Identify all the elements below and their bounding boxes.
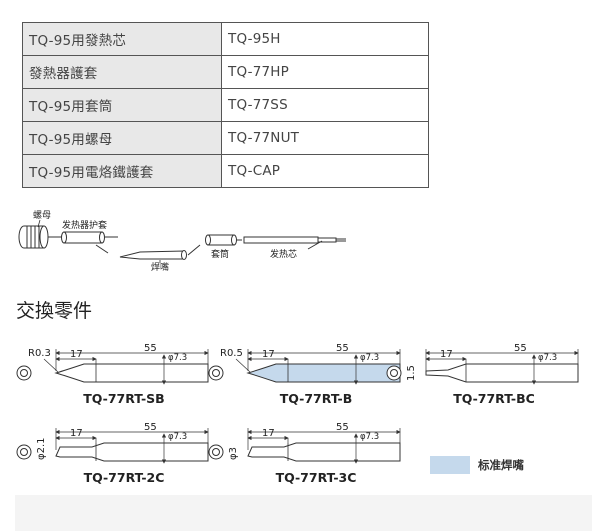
tip-tq-77rt-bc: 55 17 φ7.3 1.5TQ-77RT-BC	[386, 343, 579, 406]
tip-body	[425, 363, 579, 383]
legend: 标准焊嘴	[430, 456, 524, 474]
standard-tip-swatch	[430, 456, 470, 474]
tip-tq-77rt-sb: 55 17 φ7.3 R0.3TQ-77RT-SB	[16, 343, 209, 406]
radius-leader	[43, 358, 59, 373]
tip-body	[55, 442, 209, 462]
dim-label-a: 17	[262, 349, 275, 360]
heater-core-label: 发热芯	[270, 248, 297, 260]
tip-end-view-inner	[212, 448, 220, 456]
dim-label-b: 55	[514, 343, 527, 354]
part-name-cell: TQ-95用螺母	[22, 121, 222, 155]
sleeve-drawing	[205, 234, 242, 246]
dim-label-a: 17	[70, 349, 83, 360]
tip-model-label: TQ-77RT-2C	[84, 470, 165, 485]
dim-label-a: 17	[70, 428, 83, 439]
part-name-cell: TQ-95用電烙鐵護套	[22, 154, 222, 188]
assembly-diagram: 螺母 发热器护套 焊嘴 套筒 发热芯	[18, 210, 346, 273]
dim-label-diameter: φ7.3	[538, 353, 557, 363]
part-code-cell: TQ-77NUT	[221, 121, 429, 155]
part-code-cell: TQ-77SS	[221, 88, 429, 122]
heater-cover-drawing	[61, 231, 118, 254]
dim-label-side: φ3	[228, 447, 239, 460]
dim-label-a: 17	[262, 428, 275, 439]
tip-body	[247, 442, 401, 462]
part-code-cell: TQ-77HP	[221, 55, 429, 89]
part-name-cell: 發熱器護套	[22, 55, 222, 89]
dim-label-b: 55	[144, 343, 157, 354]
tip-tq-77rt-2c: 55 17 φ7.3 φ2.1TQ-77RT-2C	[16, 422, 209, 485]
tips-diagram: 55 17 φ7.3 R0.3TQ-77RT-SB 55 17 φ7.3 R0.5TQ-77R…	[16, 343, 579, 485]
tip-end-view-inner	[20, 448, 28, 456]
part-code-cell: TQ-95H	[221, 22, 429, 56]
dim-label-diameter: φ7.3	[360, 353, 379, 363]
radius-leader	[235, 358, 251, 373]
tip-end-view-inner	[390, 369, 398, 377]
tip-model-label: TQ-77RT-BC	[453, 391, 535, 406]
tip-end-view-inner	[20, 369, 28, 377]
heater-cover-label: 发热器护套	[62, 219, 107, 231]
dim-label-diameter: φ7.3	[168, 432, 187, 442]
dim-label-a: 17	[440, 349, 453, 360]
tip-drawing	[119, 244, 201, 260]
tip-body	[54, 363, 209, 383]
part-code-cell: TQ-CAP	[221, 154, 429, 188]
tip-label: 焊嘴	[151, 261, 169, 273]
legend-label: 标准焊嘴	[478, 458, 524, 472]
dim-label-diameter: φ7.3	[360, 432, 379, 442]
heater-core-drawing	[243, 236, 346, 250]
tip-model-label: TQ-77RT-SB	[83, 391, 164, 406]
dim-label-radius: R0.5	[220, 348, 243, 359]
part-name-cell: TQ-95用套筒	[22, 88, 222, 122]
tip-end-view-inner	[212, 369, 220, 377]
section-title: 交換零件	[16, 300, 93, 322]
dim-label-radius: R0.3	[28, 348, 51, 359]
tip-model-label: TQ-77RT-B	[280, 391, 352, 406]
sleeve-label: 套筒	[211, 248, 229, 260]
dim-label-side: φ2.1	[36, 438, 47, 461]
nut-drawing	[18, 225, 62, 249]
part-name-cell: TQ-95用發熱芯	[22, 22, 222, 56]
dim-label-b: 55	[336, 422, 349, 433]
tip-model-label: TQ-77RT-3C	[276, 470, 357, 485]
dim-label-side: 1.5	[406, 365, 417, 381]
nut-label: 螺母	[33, 210, 51, 221]
dim-label-diameter: φ7.3	[168, 353, 187, 363]
dim-label-b: 55	[336, 343, 349, 354]
bottom-band	[15, 495, 592, 531]
tip-body	[246, 363, 401, 383]
tip-tq-77rt-b: 55 17 φ7.3 R0.5TQ-77RT-B	[208, 343, 401, 406]
dim-label-b: 55	[144, 422, 157, 433]
